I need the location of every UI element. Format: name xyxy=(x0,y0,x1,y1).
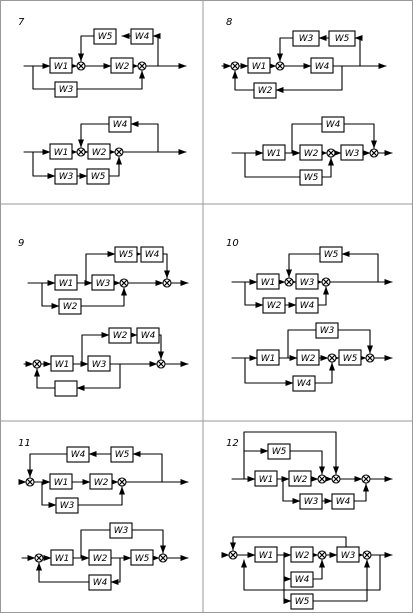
block-label: W5 xyxy=(91,172,106,182)
block-label: W2 xyxy=(301,354,316,364)
diagram-9a: W1 W2 W3 W4 W5 xyxy=(27,246,189,315)
panel-8: 8 W1 W2 W3 W4 W5 xyxy=(221,17,393,186)
block-label: W4 xyxy=(93,578,108,588)
block-label: W5 xyxy=(115,450,130,460)
block-label: W1 xyxy=(259,551,274,561)
block-label: W1 xyxy=(59,279,74,289)
panel-number: 9 xyxy=(18,238,24,249)
block-label: W3 xyxy=(299,34,314,44)
block-label: W4 xyxy=(71,450,86,460)
block-label: W1 xyxy=(259,475,274,485)
block-label: W2 xyxy=(258,86,273,96)
block-label: W4 xyxy=(315,62,330,72)
panel-10: 10 W1 W2 W3 W4 W5 xyxy=(226,238,393,392)
block-label: W2 xyxy=(304,149,319,159)
block-label: W1 xyxy=(55,360,70,370)
diagram-8b: W1 W2 W3 W4 W5 xyxy=(231,116,393,186)
diagram-7b: W1 W2 W3 W4 W5 xyxy=(23,116,187,185)
block-label: W4 xyxy=(300,301,315,311)
block-label: W4 xyxy=(113,120,128,130)
block-label: W2 xyxy=(94,478,109,488)
block-label: W2 xyxy=(93,554,108,564)
diagram-11b: W1 W2 W3 W4 W5 xyxy=(21,522,189,591)
block-label: W4 xyxy=(336,497,351,507)
block-label: W4 xyxy=(297,379,312,389)
block-label: W4 xyxy=(295,575,310,585)
block-label: W1 xyxy=(54,62,69,72)
block-label: W5 xyxy=(98,32,113,42)
panel-number: 12 xyxy=(226,438,239,449)
block-label: W2 xyxy=(92,148,107,158)
diagram-11a: W1 W2 W3 W4 W5 xyxy=(18,446,189,514)
block-label: W2 xyxy=(293,475,308,485)
block-label: W3 xyxy=(304,497,319,507)
block-label: W5 xyxy=(335,34,350,44)
block-label: W5 xyxy=(324,250,339,260)
panel-9: 9 W1 W2 W3 W4 W5 xyxy=(18,238,189,397)
panel-number: 7 xyxy=(18,17,25,28)
diagram-12a: W1 W2 W3 W4 W5 xyxy=(231,431,393,510)
block-label: W1 xyxy=(55,554,70,564)
block-label: W2 xyxy=(295,551,310,561)
block-label: W3 xyxy=(300,278,315,288)
panel-number: 11 xyxy=(18,438,31,449)
block-label: W3 xyxy=(59,172,74,182)
block-label: W1 xyxy=(54,478,69,488)
block-label: W4 xyxy=(326,120,341,130)
block-label: W1 xyxy=(261,278,276,288)
block-label: W4 xyxy=(135,32,150,42)
block-label: W2 xyxy=(115,62,130,72)
block-label: W3 xyxy=(345,149,360,159)
panel-7: 7 W1 W2 W3 W4 W5 xyxy=(18,17,187,185)
block-label: W2 xyxy=(113,331,128,341)
block-label: W5 xyxy=(295,597,310,607)
block-label: W3 xyxy=(96,279,111,289)
diagram-10a: W1 W2 W3 W4 W5 xyxy=(231,246,393,314)
block-label: W3 xyxy=(60,501,75,511)
panel-11: 11 W1 W2 W3 W4 W5 xyxy=(18,438,189,591)
block-label: W3 xyxy=(320,326,335,336)
diagram-9b: W1 W2 W3 W4 xyxy=(23,327,189,397)
panel-12: 12 W1 W2 W3 xyxy=(221,431,393,610)
block-label: W1 xyxy=(267,149,282,159)
block-label: W1 xyxy=(252,62,267,72)
block-label: W5 xyxy=(272,447,287,457)
block-label: W4 xyxy=(145,250,160,260)
block-label: W5 xyxy=(135,554,150,564)
block-label: W3 xyxy=(114,526,129,536)
diagram-12b: W1 W2 W3 W4 W5 xyxy=(221,536,393,610)
panel-number: 8 xyxy=(226,17,232,28)
diagram-7a: W1 W2 W3 W4 W5 xyxy=(23,28,187,98)
block-label: W5 xyxy=(304,173,319,183)
block-label: W5 xyxy=(119,250,134,260)
diagram-8a: W1 W2 W3 W4 W5 xyxy=(221,30,387,99)
block-label: W3 xyxy=(341,551,356,561)
block-label: W1 xyxy=(54,148,69,158)
block-label: W3 xyxy=(92,360,107,370)
diagram-10b: W1 W2 W3 W4 W5 xyxy=(231,322,393,392)
block-label: W1 xyxy=(261,354,276,364)
panel-number: 10 xyxy=(226,238,239,249)
block-label: W4 xyxy=(141,331,156,341)
block-label: W2 xyxy=(267,301,282,311)
block-label: W3 xyxy=(59,85,74,95)
block-label: W2 xyxy=(63,302,78,312)
block-label: W5 xyxy=(343,354,358,364)
